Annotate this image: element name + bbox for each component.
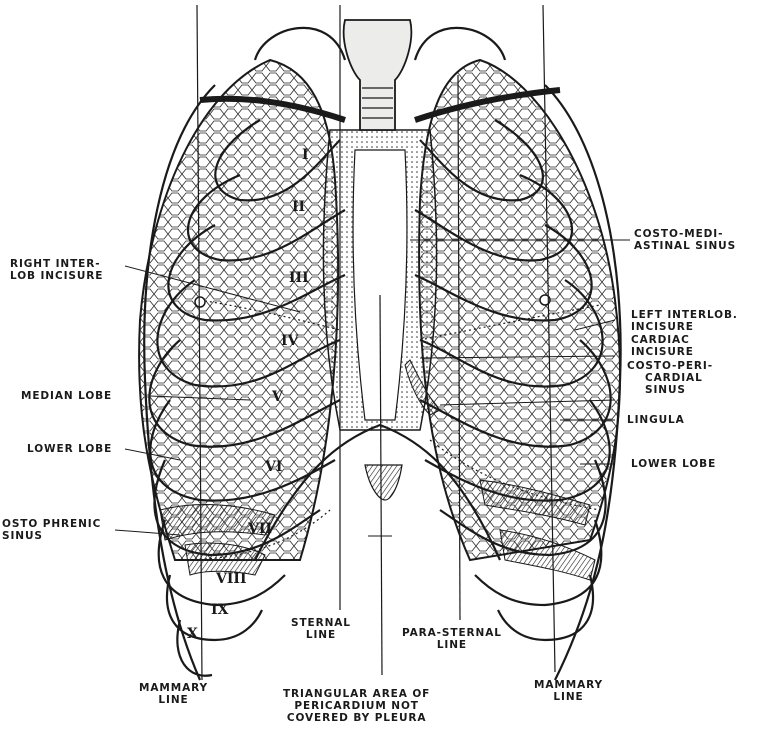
- label-para-sternal-line: PARA-STERNAL LINE: [402, 627, 502, 651]
- label-line: PERICARDIUM NOT: [283, 700, 430, 712]
- left-lung: [419, 60, 620, 560]
- label-line: MAMMARY: [534, 679, 603, 691]
- label-mammary-line-left: MAMMARY LINE: [534, 679, 603, 703]
- label-line: COSTO-MEDI-: [634, 228, 736, 240]
- label-line: INCISURE: [631, 346, 694, 358]
- label-right-interlob-incisure: RIGHT INTER- LOB INCISURE: [10, 258, 103, 282]
- rib-label-2: II: [292, 200, 305, 214]
- label-line: STERNAL: [291, 617, 351, 629]
- label-line: INCISURE: [631, 321, 738, 333]
- label-line: LINE: [402, 639, 502, 651]
- label-line: LINE: [139, 694, 208, 706]
- label-line: COSTO-PERI-: [627, 360, 713, 372]
- label-costo-phrenic-sinus: OSTO PHRENIC SINUS: [2, 518, 101, 542]
- label-line: LINE: [534, 691, 603, 703]
- rib-label-8: VIII: [216, 572, 247, 586]
- label-line: OSTO PHRENIC: [2, 518, 101, 530]
- label-line: TRIANGULAR AREA OF: [283, 688, 430, 700]
- label-line: MAMMARY: [139, 682, 208, 694]
- label-line: LINE: [291, 629, 351, 641]
- rib-label-7: VII: [248, 522, 272, 536]
- label-line: CARDIAC: [631, 334, 694, 346]
- label-line: LOB INCISURE: [10, 270, 103, 282]
- label-cardiac-incisure: CARDIAC INCISURE: [631, 334, 694, 358]
- label-lower-lobe-right: LOWER LOBE: [27, 443, 112, 455]
- label-triangular-area: TRIANGULAR AREA OF PERICARDIUM NOT COVER…: [283, 688, 430, 724]
- rib-label-9: IX: [211, 603, 228, 617]
- label-median-lobe: MEDIAN LOBE: [21, 390, 112, 402]
- label-mammary-line-right: MAMMARY LINE: [139, 682, 208, 706]
- label-line: PARA-STERNAL: [402, 627, 502, 639]
- label-costo-pericardial-sinus: COSTO-PERI- CARDIAL SINUS: [627, 360, 713, 396]
- label-lower-lobe-left: LOWER LOBE: [631, 458, 716, 470]
- label-line: SINUS: [2, 530, 101, 542]
- label-line: ASTINAL SINUS: [634, 240, 736, 252]
- rib-label-6: VI: [265, 460, 282, 474]
- rib-label-10: X: [187, 627, 198, 641]
- label-sternal-line: STERNAL LINE: [291, 617, 351, 641]
- label-line: COVERED BY PLEURA: [283, 712, 430, 724]
- label-left-interlob-incisure: LEFT INTERLOB. INCISURE: [631, 309, 738, 333]
- label-line: RIGHT INTER-: [10, 258, 103, 270]
- rib-label-1: I: [302, 148, 309, 162]
- label-lingula: LINGULA: [627, 414, 685, 426]
- label-line: SINUS: [627, 384, 713, 396]
- rib-label-5: V: [272, 390, 283, 404]
- rib-label-3: III: [289, 271, 309, 285]
- label-line: CARDIAL: [627, 372, 713, 384]
- rib-label-4: IV: [281, 334, 298, 348]
- label-line: LEFT INTERLOB.: [631, 309, 738, 321]
- label-costo-mediastinal-sinus: COSTO-MEDI- ASTINAL SINUS: [634, 228, 736, 252]
